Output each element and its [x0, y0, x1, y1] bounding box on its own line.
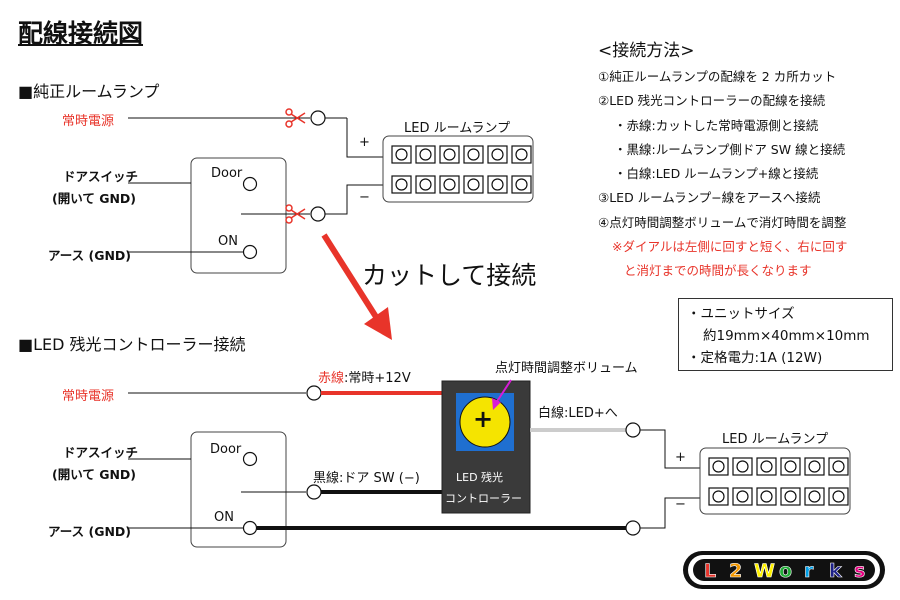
label-door: Door	[211, 166, 243, 181]
label-white-wire: 白線:LED+へ	[538, 406, 618, 421]
label-cut-and-connect: カットして接続	[362, 261, 537, 290]
label-led-room-lamp: LED ルームランプ	[722, 432, 829, 447]
label-constant-power: 常時電源	[62, 114, 115, 129]
led-chip-lens	[467, 178, 480, 191]
label-door: Door	[210, 442, 242, 457]
led-chip-lens	[832, 460, 845, 473]
procedure-heading: <接続方法>	[598, 41, 695, 61]
led-chip-lens	[515, 178, 528, 191]
logo-letter: L	[704, 560, 716, 582]
led-chip-lens	[467, 148, 480, 161]
logo-letter: W	[754, 560, 775, 582]
led-chip-lens	[832, 490, 845, 503]
spec-box: ・ユニットサイズ 約19mm×40mm×10mm ・定格電力:1A (12W)	[678, 298, 893, 371]
procedure-step: ・黒線:ルームランプ側ドア SW 線と接続	[614, 141, 846, 157]
spec-line: ・ユニットサイズ	[687, 306, 795, 322]
logo-letter: r	[804, 560, 814, 582]
procedure-step: ④点灯時間調整ボリュームで消灯時間を調整	[598, 214, 847, 230]
procedure-step: ②LED 残光コントローラーの配線を接続	[598, 93, 826, 109]
label-minus: −	[359, 190, 370, 205]
procedure-note: と消灯までの時間が長くなります	[624, 263, 812, 279]
label-red-wire: 赤線:常時+12V	[318, 371, 411, 386]
led-chip-lens	[760, 460, 773, 473]
led-chip-lens	[712, 460, 725, 473]
led-chip-lens	[712, 490, 725, 503]
label-constant-power: 常時電源	[62, 389, 115, 404]
led-array	[708, 457, 849, 506]
procedure-step: ・赤線:カットした常時電源側と接続	[614, 117, 819, 133]
logo-letter: s	[854, 560, 865, 582]
logo-letter: k	[829, 560, 842, 582]
label-on: ON	[218, 234, 238, 249]
led-chip-lens	[419, 148, 432, 161]
led-chip-lens	[784, 490, 797, 503]
section-heading-controller: ■LED 残光コントローラー接続	[18, 335, 246, 354]
label-plus: +	[675, 450, 686, 465]
label-door-switch-sub: (開いて GND)	[52, 467, 137, 482]
led-chip-lens	[515, 148, 528, 161]
led-chip-lens	[808, 460, 821, 473]
logo-letter: o	[779, 560, 792, 582]
led-chip-lens	[395, 178, 408, 191]
controller-label-1: LED 残光	[456, 471, 504, 484]
label-led-room-lamp: LED ルームランプ	[404, 121, 511, 136]
led-chip-lens	[395, 148, 408, 161]
procedure-step: ①純正ルームランプの配線を 2 カ所カット	[598, 69, 837, 84]
label-door-switch: ドアスイッチ	[63, 445, 139, 460]
label-plus: +	[359, 135, 370, 150]
section-heading-original: ■純正ルームランプ	[18, 82, 160, 101]
led-chip-lens	[443, 178, 456, 191]
led-chip-lens	[808, 490, 821, 503]
label-door-switch: ドアスイッチ	[63, 169, 139, 184]
volume-plus-icon: +	[473, 405, 494, 433]
procedure-step: ・白線:LED ルームランプ+線と接続	[614, 166, 819, 182]
procedure-note: ※ダイアルは左側に回すと短く、右に回す	[612, 239, 848, 255]
led-chip-lens	[419, 178, 432, 191]
led-chip-lens	[491, 148, 504, 161]
led-chip-lens	[784, 460, 797, 473]
led-chip-lens	[760, 490, 773, 503]
led-array	[391, 145, 532, 194]
led-chip-lens	[736, 460, 749, 473]
page-title: 配線接続図	[18, 19, 144, 48]
label-timer-volume: 点灯時間調整ボリューム	[495, 361, 638, 376]
label-ground: アース (GND)	[48, 524, 132, 539]
led-chip-lens	[491, 178, 504, 191]
procedure-panel: <接続方法> ①純正ルームランプの配線を 2 カ所カット ②LED 残光コントロ…	[598, 36, 847, 284]
label-door-switch-sub: (開いて GND)	[52, 191, 137, 206]
label-black-wire: 黒線:ドア SW (−)	[313, 471, 420, 486]
scissors-icon	[285, 204, 306, 224]
controller-label-2: コントローラー	[445, 492, 522, 505]
label-on: ON	[214, 510, 234, 525]
logo-letter: 2	[729, 560, 742, 582]
label-ground: アース (GND)	[48, 248, 132, 263]
spec-line: ・定格電力:1A (12W)	[687, 350, 823, 366]
red-arrow-icon	[321, 233, 392, 340]
led-chip-lens	[443, 148, 456, 161]
procedure-step: ③LED ルームランプ−線をアースへ接続	[598, 190, 821, 206]
scissors-icon	[285, 108, 306, 128]
led-chip-lens	[736, 490, 749, 503]
spec-line: 約19mm×40mm×10mm	[703, 328, 870, 344]
label-minus: −	[675, 497, 686, 512]
